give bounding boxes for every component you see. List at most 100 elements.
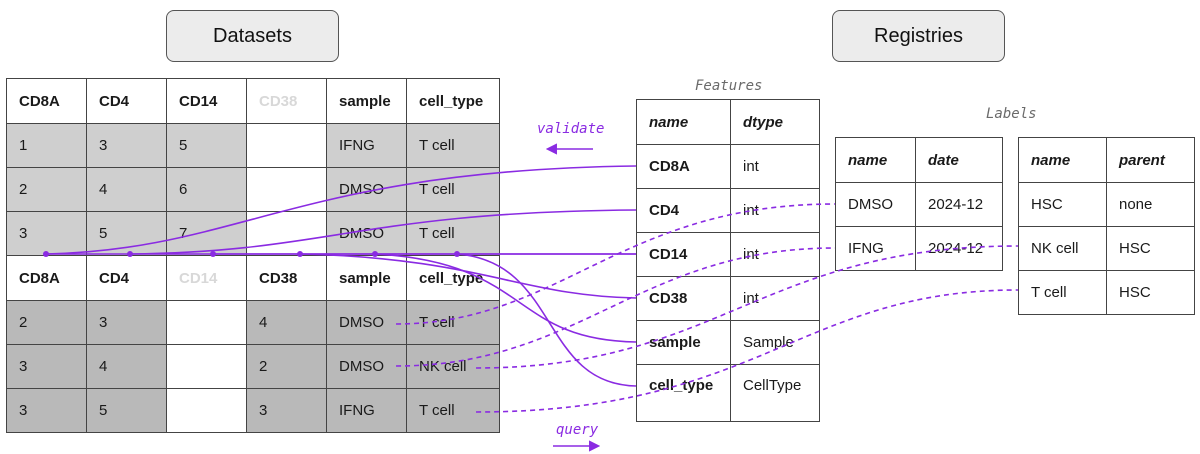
- table-cell: 5: [86, 211, 167, 256]
- table-cell: T cell: [406, 211, 500, 256]
- table-cell: 6: [166, 167, 247, 212]
- column-header: name: [636, 99, 731, 145]
- table-cell: 3: [86, 123, 167, 168]
- features-header-row: name dtype: [636, 99, 820, 145]
- table-cell-empty: [166, 300, 247, 345]
- table-cell: CD14: [636, 232, 731, 277]
- table-cell: CellType: [730, 364, 820, 422]
- table-row: 2 3 4 DMSO T cell: [6, 300, 500, 345]
- sample-registry-header-row: name date: [835, 137, 1003, 183]
- table-cell: 2: [246, 344, 327, 389]
- table-cell: T cell: [406, 123, 500, 168]
- column-header: dtype: [730, 99, 820, 145]
- column-header: CD8A: [6, 78, 87, 124]
- table-cell: IFNG: [835, 226, 916, 271]
- validate-label: validate: [537, 121, 605, 137]
- table-row: HSC none: [1018, 182, 1195, 227]
- table-row: CD4 int: [636, 188, 820, 233]
- table-cell: 4: [246, 300, 327, 345]
- table-cell: 4: [86, 167, 167, 212]
- column-header: name: [1018, 137, 1107, 183]
- table-cell: IFNG: [326, 123, 407, 168]
- table-cell: 3: [6, 344, 87, 389]
- table-cell: HSC: [1106, 270, 1195, 315]
- table-row: 3 5 7 DMSO T cell: [6, 211, 500, 256]
- table-row: DMSO 2024-12: [835, 182, 1003, 227]
- column-header: name: [835, 137, 916, 183]
- table-cell: NK cell: [406, 344, 500, 389]
- table-cell: 1: [6, 123, 87, 168]
- registries-header: Registries: [832, 10, 1005, 62]
- table-cell: 5: [166, 123, 247, 168]
- table-cell: T cell: [406, 300, 500, 345]
- dataset1-header-row: CD8A CD4 CD14 CD38 sample cell_type: [6, 78, 500, 124]
- table-cell: 2024-12: [915, 226, 1003, 271]
- table-cell: 2: [6, 167, 87, 212]
- datasets-header: Datasets: [166, 10, 339, 62]
- table-row: 3 5 3 IFNG T cell: [6, 388, 500, 433]
- table-cell-empty: [246, 167, 327, 212]
- table-row: cell_type CellType: [636, 364, 820, 422]
- table-row: T cell HSC: [1018, 270, 1195, 315]
- table-cell: IFNG: [326, 388, 407, 433]
- table-cell: 2024-12: [915, 182, 1003, 227]
- column-header: date: [915, 137, 1003, 183]
- column-header-missing: CD38: [246, 78, 327, 124]
- table-cell: sample: [636, 320, 731, 365]
- table-cell: int: [730, 144, 820, 189]
- table-cell-empty: [166, 388, 247, 433]
- column-header-missing: CD14: [166, 255, 247, 301]
- table-row: CD8A int: [636, 144, 820, 189]
- labels-caption: Labels: [986, 106, 1037, 122]
- table-cell: 3: [6, 388, 87, 433]
- table-row: NK cell HSC: [1018, 226, 1195, 271]
- column-header: cell_type: [406, 78, 500, 124]
- table-cell: 3: [86, 300, 167, 345]
- table-row: 2 4 6 DMSO T cell: [6, 167, 500, 212]
- dataset-table-2: CD8A CD4 CD14 CD38 sample cell_type 2 3 …: [6, 255, 500, 433]
- table-cell: int: [730, 188, 820, 233]
- column-header: parent: [1106, 137, 1195, 183]
- table-cell: CD4: [636, 188, 731, 233]
- table-cell: T cell: [406, 388, 500, 433]
- column-header: sample: [326, 255, 407, 301]
- features-caption: Features: [695, 78, 763, 94]
- column-header: CD8A: [6, 255, 87, 301]
- table-cell: DMSO: [326, 167, 407, 212]
- table-cell: DMSO: [326, 211, 407, 256]
- table-row: 3 4 2 DMSO NK cell: [6, 344, 500, 389]
- table-cell: HSC: [1018, 182, 1107, 227]
- dataset2-header-row: CD8A CD4 CD14 CD38 sample cell_type: [6, 255, 500, 301]
- column-header: sample: [326, 78, 407, 124]
- table-row: CD14 int: [636, 232, 820, 277]
- table-cell: 5: [86, 388, 167, 433]
- column-header: CD4: [86, 78, 167, 124]
- table-cell: T cell: [406, 167, 500, 212]
- table-cell-empty: [246, 123, 327, 168]
- column-header: CD38: [246, 255, 327, 301]
- table-cell: NK cell: [1018, 226, 1107, 271]
- table-cell: none: [1106, 182, 1195, 227]
- table-cell-empty: [166, 344, 247, 389]
- celltype-registry-table: name parent HSC none NK cell HSC T cell …: [1018, 137, 1195, 315]
- table-cell: HSC: [1106, 226, 1195, 271]
- table-cell-empty: [246, 211, 327, 256]
- column-header: CD14: [166, 78, 247, 124]
- column-header: cell_type: [406, 255, 500, 301]
- table-cell: DMSO: [326, 344, 407, 389]
- table-cell: CD38: [636, 276, 731, 321]
- sample-registry-table: name date DMSO 2024-12 IFNG 2024-12: [835, 137, 1003, 271]
- table-cell: 7: [166, 211, 247, 256]
- table-cell: 3: [246, 388, 327, 433]
- table-cell: 2: [6, 300, 87, 345]
- celltype-registry-header-row: name parent: [1018, 137, 1195, 183]
- table-cell: T cell: [1018, 270, 1107, 315]
- query-label: query: [556, 422, 599, 438]
- table-cell: CD8A: [636, 144, 731, 189]
- column-header: CD4: [86, 255, 167, 301]
- table-cell: DMSO: [326, 300, 407, 345]
- table-row: IFNG 2024-12: [835, 226, 1003, 271]
- table-cell: Sample: [730, 320, 820, 365]
- table-cell: 4: [86, 344, 167, 389]
